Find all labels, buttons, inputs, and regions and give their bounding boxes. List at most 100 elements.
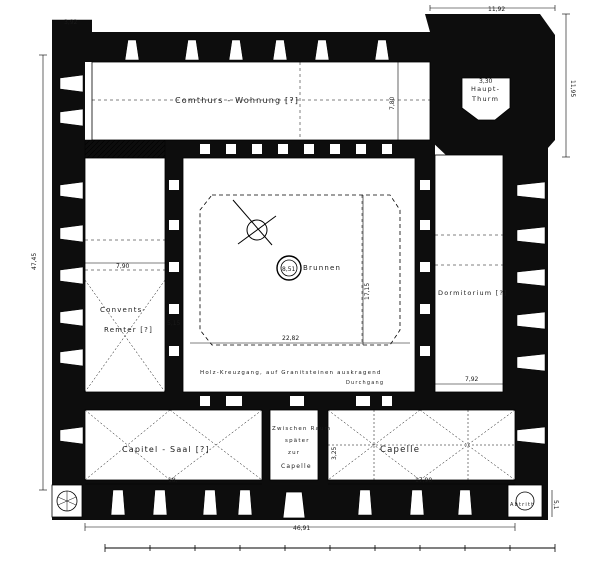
- scale-bar-ticks: [104, 544, 556, 552]
- dim-comthurs-height: 7,80: [389, 96, 396, 110]
- window-left-6: [59, 308, 84, 327]
- room-capitelsaal: [84, 409, 263, 481]
- court-opening-top-3: [252, 144, 262, 154]
- room-dormitorium: [434, 154, 504, 393]
- window-left-8: [59, 426, 84, 445]
- dim-hauptthurm-small: 3,30: [479, 78, 493, 85]
- hauptthurm-interior: [461, 77, 511, 121]
- label-zwischenraum-3: zur: [288, 450, 300, 456]
- dim-capelle-width: 17,90: [415, 477, 432, 484]
- vaulting-lines: [84, 279, 516, 481]
- window-left-2: [59, 108, 84, 127]
- dim-right-tower: 11,95: [569, 80, 576, 97]
- window-top-2: [184, 39, 200, 61]
- window-top-3: [228, 39, 244, 61]
- label-hauptthurm-1: Haupt-: [471, 85, 500, 93]
- dim-capelle-small: 3,25: [331, 446, 338, 460]
- interior-dashed-lines: [85, 62, 503, 271]
- window-right-2: [516, 226, 546, 245]
- label-capitelsaal: Capitel - Saal [?]: [122, 445, 210, 454]
- court-opening-top-8: [382, 144, 392, 154]
- window-embrasures: [59, 39, 546, 516]
- window-right-3: [516, 268, 546, 287]
- label-comthurs: Comthurs - Wohnung [?]: [175, 96, 299, 105]
- wall-east-inner: [503, 155, 515, 480]
- court-opening-top-2: [226, 144, 236, 154]
- label-kreuzgang: Holz-Kreuzgang, auf Granitsteinen auskra…: [200, 370, 382, 376]
- court-opening-top-4: [278, 144, 288, 154]
- court-opening-right-3: [420, 262, 430, 272]
- window-left-5: [59, 266, 84, 285]
- window-top-4: [272, 39, 288, 61]
- label-zwischenraum-1: Zwischen Raum: [272, 426, 331, 432]
- court-opening-top-7: [356, 144, 366, 154]
- dim-top-right: 11,92: [488, 6, 505, 13]
- label-dormitorium: Dormitorium [?]: [438, 289, 508, 297]
- window-left-3: [59, 181, 84, 200]
- window-bottom-7: [457, 489, 473, 516]
- window-top-1: [124, 39, 140, 61]
- window-right-5: [516, 353, 546, 372]
- court-marker: [232, 199, 277, 246]
- court-opening-top-5: [304, 144, 314, 154]
- court-opening-bottom-2: [226, 396, 242, 406]
- dim-left-total: 47,45: [31, 253, 38, 270]
- label-brunnen: Brunnen: [303, 264, 341, 272]
- court-opening-left-2: [169, 220, 179, 230]
- window-bottom-4: [237, 489, 253, 516]
- court-opening-left-5: [169, 346, 179, 356]
- wall-zwischen-left: [262, 410, 270, 488]
- label-abtritt: Abtritt: [510, 502, 534, 508]
- window-top-6: [374, 39, 390, 61]
- window-bottom-6: [409, 489, 425, 516]
- label-zwischenraum-2: später: [285, 438, 310, 444]
- court-opening-right-1: [420, 180, 430, 190]
- window-right-1: [516, 181, 546, 200]
- cloister-dashed-outline: [199, 194, 401, 346]
- room-interiors: [84, 61, 516, 481]
- window-top-5: [314, 39, 330, 61]
- dim-capitel-width: 18,: [168, 477, 178, 484]
- label-brunnen-dim: 8,51: [282, 266, 296, 273]
- stair-turret-left: [51, 484, 83, 518]
- cloister-openings: [169, 144, 430, 406]
- room-zwischenraum: [269, 409, 319, 481]
- court-opening-left-4: [169, 304, 179, 314]
- room-comthurs: [91, 61, 431, 141]
- label-zwischenraum-4: Capelle: [281, 463, 312, 470]
- dim-remter-width: 7,90: [116, 263, 130, 270]
- court-opening-bottom-5: [382, 396, 392, 406]
- court-opening-top-1: [200, 144, 210, 154]
- label-conventsremter-1: Convents-: [100, 306, 146, 314]
- window-left-7: [59, 348, 84, 367]
- dim-remter-small: 5,15: [167, 320, 181, 327]
- court-opening-left-3: [169, 262, 179, 272]
- label-conventsremter-2: Remter [?]: [104, 326, 153, 334]
- dim-corner-right: 5,1: [552, 500, 559, 510]
- court-opening-bottom-4: [356, 396, 370, 406]
- entrance-portal: [282, 491, 306, 519]
- court-opening-right-5: [420, 346, 430, 356]
- window-bottom-2: [152, 489, 168, 516]
- window-right-4: [516, 311, 546, 330]
- room-conventsremter: [84, 157, 166, 393]
- hatched-wall-section: [84, 139, 166, 159]
- window-left-1: [59, 74, 84, 93]
- court-opening-right-4: [420, 304, 430, 314]
- court-opening-left-1: [169, 180, 179, 190]
- dim-court-width: 22,82: [282, 335, 299, 342]
- dim-court-height: 17,15: [364, 283, 371, 300]
- window-bottom-5: [357, 489, 373, 516]
- label-capelle: Capelle: [380, 445, 420, 455]
- court-opening-right-2: [420, 220, 430, 230]
- wall-zwischen-right: [318, 410, 328, 488]
- dim-bottom-total: 46,91: [293, 525, 310, 532]
- window-left-4: [59, 224, 84, 243]
- window-right-6: [516, 426, 546, 445]
- dim-top-left: 3,92: [64, 19, 78, 26]
- window-bottom-3: [202, 489, 218, 516]
- label-durchgang: Durchgang: [346, 380, 384, 386]
- dim-dormitorium-bottom: 7,92: [465, 376, 479, 383]
- brunnen-well: [276, 255, 302, 281]
